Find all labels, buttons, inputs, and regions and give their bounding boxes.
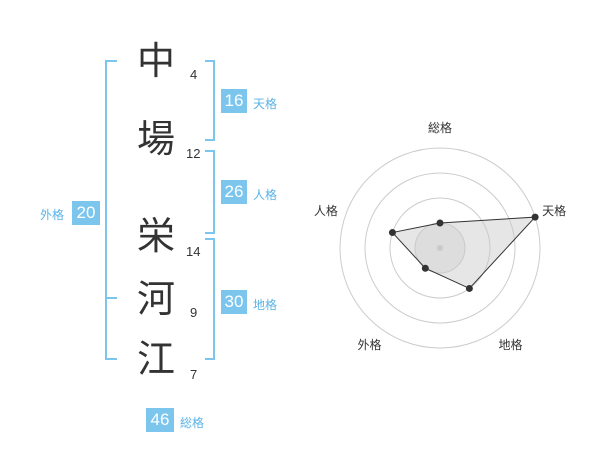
soukaku-label: 総格	[180, 416, 205, 430]
jinkaku-bracket	[205, 150, 215, 234]
gaikaku-label: 外格	[40, 208, 65, 222]
name-char-2: 場	[136, 117, 175, 161]
radar-axis-label-1: 総格	[428, 120, 452, 135]
stroke-count-3: 14	[186, 244, 201, 259]
radar-axis-label-3: 地格	[499, 337, 523, 352]
radar-data-polygon	[391, 216, 537, 290]
stroke-count-1: 4	[190, 67, 198, 82]
jinkaku-label: 人格	[253, 188, 278, 202]
stroke-count-2: 12	[186, 146, 201, 161]
radar-point-1	[436, 219, 444, 227]
radar-point-5	[388, 229, 396, 237]
stroke-count-5: 7	[190, 367, 198, 382]
radar-point-3	[465, 284, 473, 292]
stroke-count-4: 9	[190, 305, 198, 320]
radar-axis-label-4: 外格	[357, 337, 381, 352]
jinkaku-value: 26	[221, 180, 247, 204]
chikaku-label: 地格	[253, 298, 278, 312]
tenkaku-label: 天格	[253, 97, 278, 111]
radar-ring-4	[339, 147, 541, 349]
chikaku-value: 30	[221, 290, 247, 314]
radar-axis-label-5: 人格	[314, 203, 338, 218]
name-char-5: 江	[136, 337, 175, 381]
tenkaku-value: 16	[221, 89, 247, 113]
radar-center-dot	[437, 245, 443, 251]
gaikaku-value: 20	[72, 201, 100, 225]
name-char-4: 河	[136, 277, 175, 321]
radar-axis-label-2: 天格	[542, 203, 566, 218]
radar-point-2	[531, 213, 539, 221]
tenkaku-bracket	[205, 60, 215, 141]
gaikaku-tick	[105, 297, 117, 299]
name-char-1: 中	[136, 39, 175, 83]
radar-ring-3	[364, 172, 516, 324]
gaikaku-bracket	[105, 60, 117, 360]
chikaku-bracket	[205, 238, 215, 360]
soukaku-value: 46	[146, 408, 174, 432]
radar-point-4	[421, 264, 429, 272]
radar-ring-2	[389, 197, 491, 299]
name-char-3: 栄	[136, 214, 175, 258]
